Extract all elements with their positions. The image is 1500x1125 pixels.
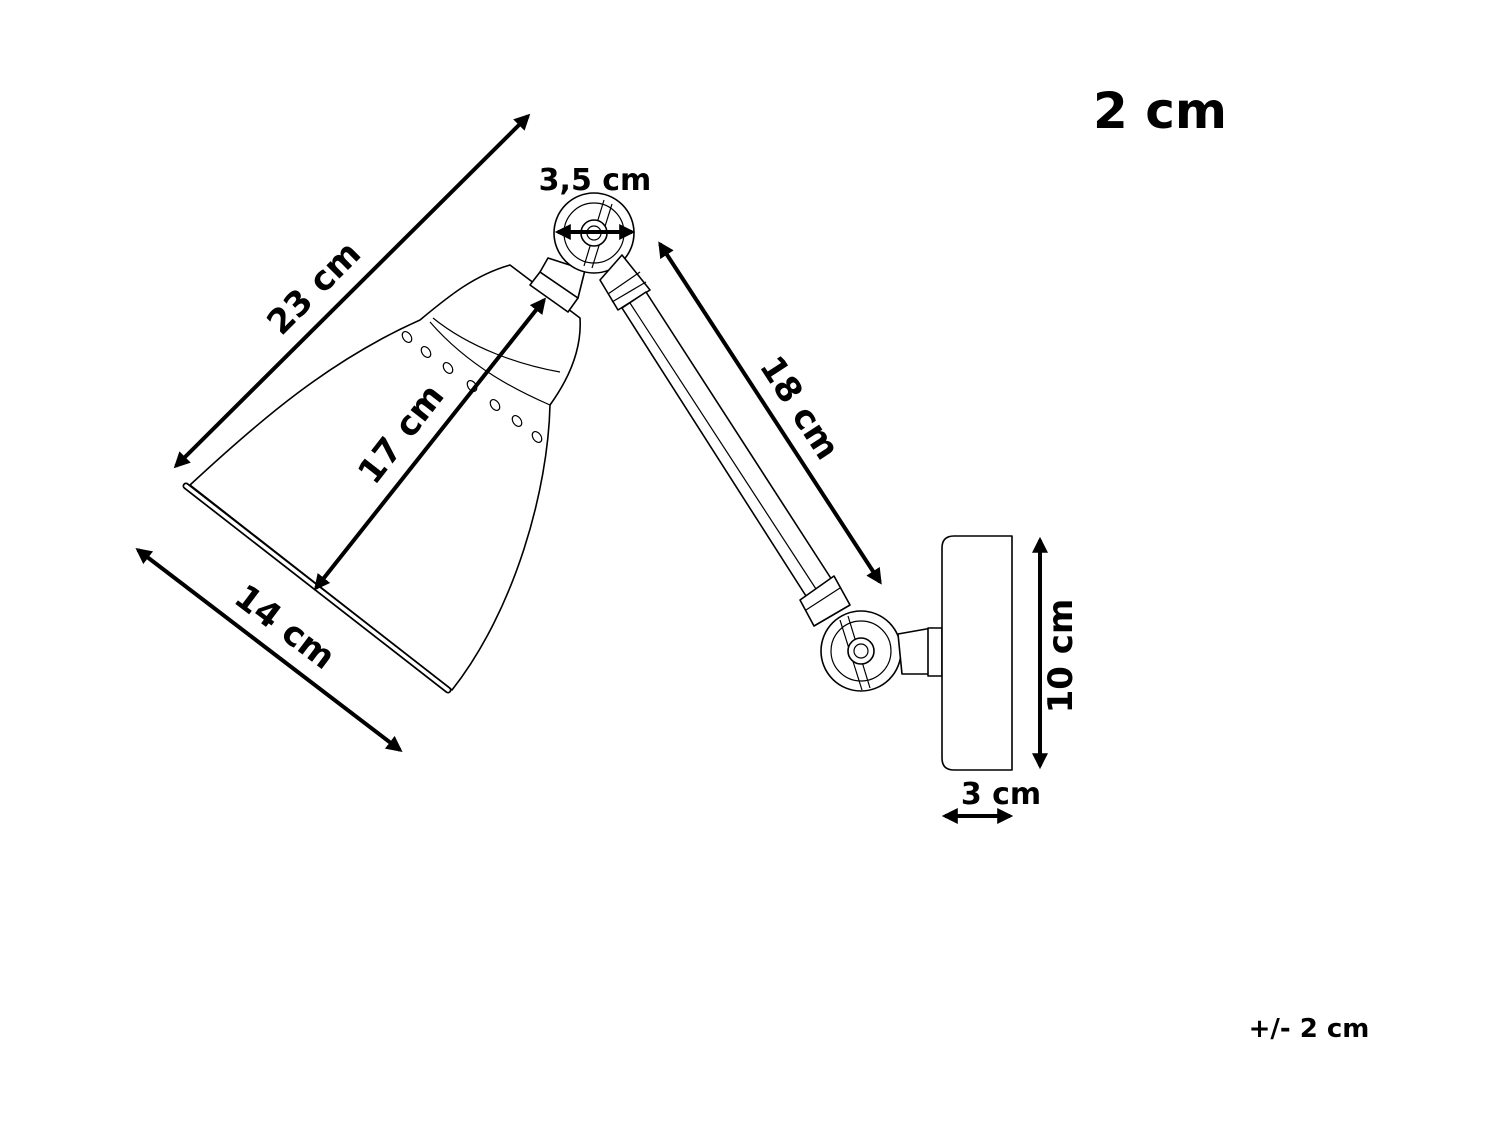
dim-line-shade-depth (314, 297, 546, 591)
label-backplate-height: 10 cm (1041, 599, 1081, 714)
bottom-joint (820, 610, 943, 692)
label-joint-diameter: 3,5 cm (539, 163, 652, 198)
dim-line-shade-length (173, 113, 531, 469)
dimension-lines (135, 113, 1048, 824)
dim-line-shade-opening (135, 548, 403, 752)
wall-backplate (941, 535, 1013, 771)
dim-line-arm-length (658, 241, 882, 585)
scale-note: 2 cm (1093, 82, 1227, 140)
label-backplate-depth: 3 cm (961, 777, 1041, 812)
tolerance-note: +/- 2 cm (1249, 1014, 1370, 1044)
